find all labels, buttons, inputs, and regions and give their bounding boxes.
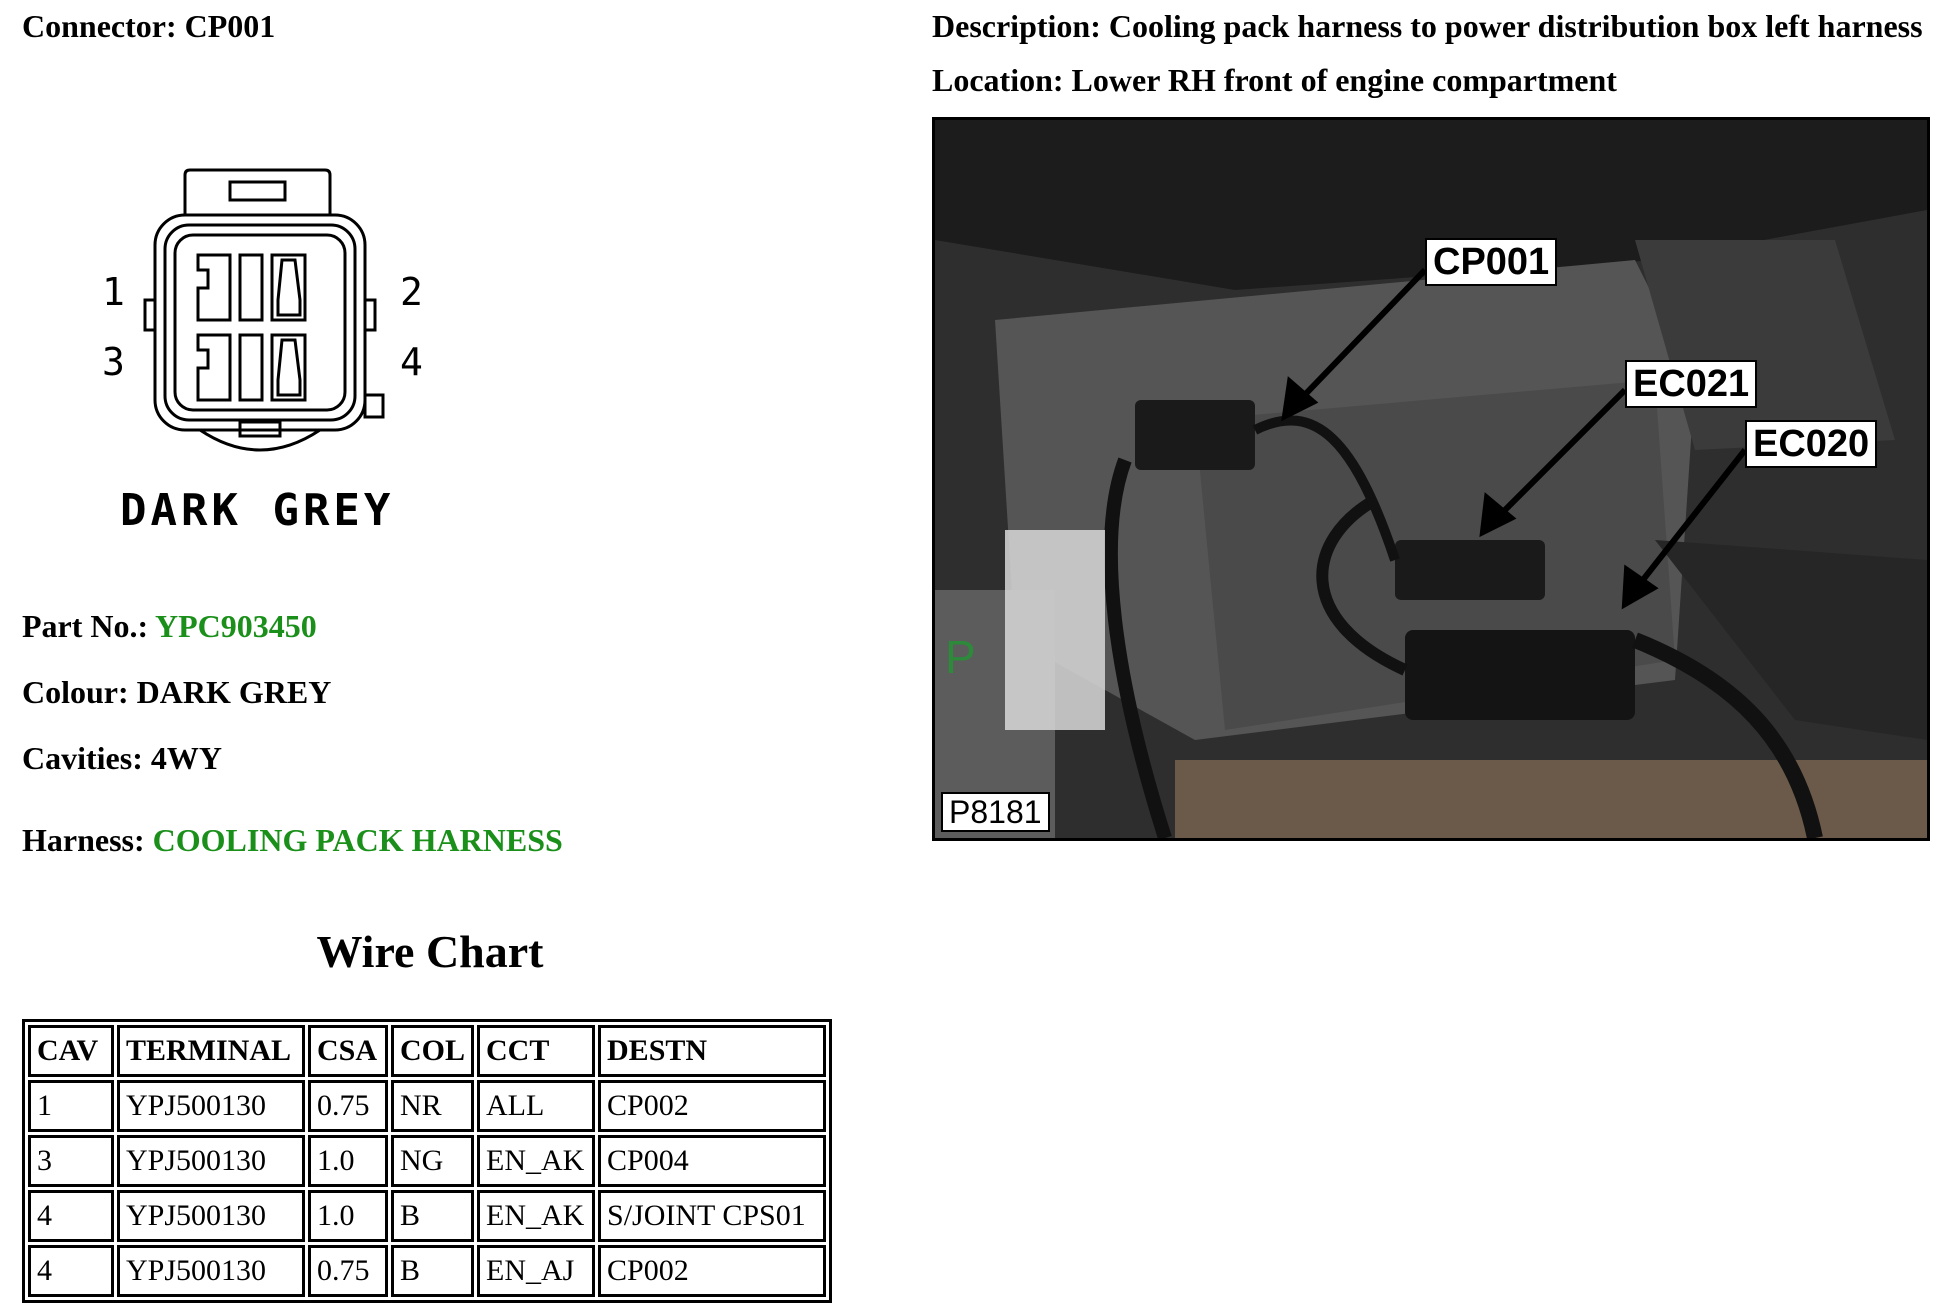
cell-cct: EN_AK — [477, 1135, 596, 1187]
description-line: Description: Cooling pack harness to pow… — [932, 8, 1923, 45]
pin-label-3: 3 — [102, 340, 125, 384]
cell-cav: 3 — [28, 1135, 114, 1187]
cell-cct: EN_AK — [477, 1190, 596, 1242]
col-header-cav: CAV — [28, 1025, 114, 1077]
cell-cct: EN_AJ — [477, 1245, 596, 1297]
colour-value: DARK GREY — [136, 674, 332, 710]
cavities-label: Cavities: — [22, 740, 143, 776]
photo-marker-p: P — [945, 631, 976, 683]
cell-csa: 1.0 — [308, 1190, 388, 1242]
location-value: Lower RH front of engine compartment — [1071, 62, 1617, 98]
pin-label-4: 4 — [400, 340, 423, 384]
table-header-row: CAV TERMINAL CSA COL CCT DESTN — [28, 1025, 827, 1077]
harness-link[interactable]: COOLING PACK HARNESS — [152, 822, 563, 858]
wire-chart-title: Wire Chart — [316, 926, 544, 977]
connector-value: CP001 — [184, 8, 276, 44]
cell-destn: CP002 — [598, 1080, 827, 1132]
cell-csa: 0.75 — [308, 1080, 388, 1132]
callout-ec020: EC020 — [1745, 420, 1878, 468]
colour-line: Colour: DARK GREY — [22, 674, 331, 711]
cell-terminal: YPJ500130 — [117, 1080, 305, 1132]
cell-cav: 4 — [28, 1245, 114, 1297]
cell-col: B — [391, 1245, 475, 1297]
part-no-label: Part No.: — [22, 608, 149, 644]
callout-ec021: EC021 — [1625, 360, 1758, 408]
harness-line: Harness: COOLING PACK HARNESS — [22, 822, 563, 859]
cell-csa: 0.75 — [308, 1245, 388, 1297]
cell-destn: CP004 — [598, 1135, 827, 1187]
cell-cct: ALL — [477, 1080, 596, 1132]
cell-terminal: YPJ500130 — [117, 1190, 305, 1242]
connector-face-diagram: 1 2 3 4 — [90, 160, 450, 480]
photo-id-label: P8181 — [941, 792, 1050, 832]
cell-terminal: YPJ500130 — [117, 1245, 305, 1297]
harness-label: Harness: — [22, 822, 145, 858]
pin-label-2: 2 — [400, 270, 423, 314]
table-row: 3 YPJ500130 1.0 NG EN_AK CP004 — [28, 1135, 827, 1187]
engine-bay-photo-icon — [935, 120, 1927, 838]
col-header-destn: DESTN — [598, 1025, 827, 1077]
cell-destn: S/JOINT CPS01 — [598, 1190, 827, 1242]
col-header-col: COL — [391, 1025, 475, 1077]
connector-line: Connector: CP001 — [22, 8, 275, 45]
location-label: Location: — [932, 62, 1064, 98]
part-no-link[interactable]: YPC903450 — [154, 608, 317, 644]
colour-label: Colour: — [22, 674, 129, 710]
callout-cp001: CP001 — [1425, 238, 1558, 286]
description-value: Cooling pack harness to power distributi… — [1108, 8, 1923, 44]
location-line: Location: Lower RH front of engine compa… — [932, 62, 1617, 99]
cell-col: NR — [391, 1080, 475, 1132]
wire-chart-table: CAV TERMINAL CSA COL CCT DESTN 1 YPJ5001… — [22, 1019, 833, 1303]
connector-label: Connector: — [22, 8, 177, 44]
col-header-csa: CSA — [308, 1025, 388, 1077]
table-row: 4 YPJ500130 1.0 B EN_AK S/JOINT CPS01 — [28, 1190, 827, 1242]
table-row: 4 YPJ500130 0.75 B EN_AJ CP002 — [28, 1245, 827, 1297]
col-header-cct: CCT — [477, 1025, 596, 1077]
cavities-line: Cavities: 4WY — [22, 740, 222, 777]
part-no-line: Part No.: YPC903450 — [22, 608, 317, 645]
cell-csa: 1.0 — [308, 1135, 388, 1187]
location-photo: P CP001 EC021 EC020 P8181 — [932, 117, 1930, 841]
connector-outline-icon — [143, 168, 385, 452]
cell-col: B — [391, 1190, 475, 1242]
cell-cav: 4 — [28, 1190, 114, 1242]
cell-terminal: YPJ500130 — [117, 1135, 305, 1187]
table-row: 1 YPJ500130 0.75 NR ALL CP002 — [28, 1080, 827, 1132]
col-header-terminal: TERMINAL — [117, 1025, 305, 1077]
pin-label-1: 1 — [102, 270, 125, 314]
cell-destn: CP002 — [598, 1245, 827, 1297]
diagram-colour-caption: DARK GREY — [120, 485, 395, 536]
cavities-value: 4WY — [150, 740, 222, 776]
description-label: Description: — [932, 8, 1101, 44]
cell-col: NG — [391, 1135, 475, 1187]
cell-cav: 1 — [28, 1080, 114, 1132]
